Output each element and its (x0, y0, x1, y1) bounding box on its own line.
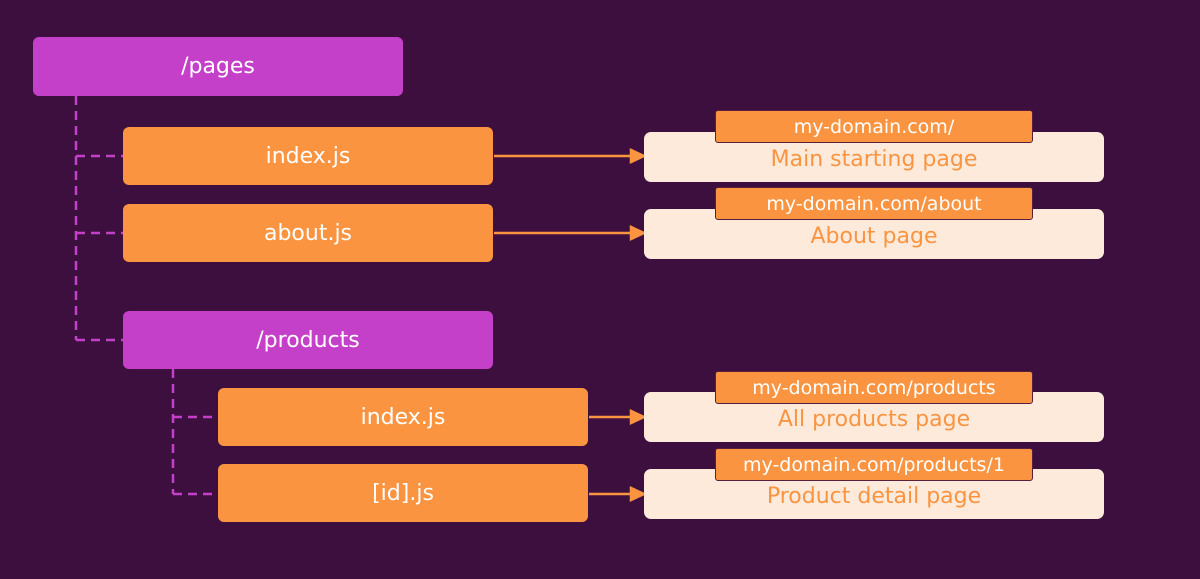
url-products-index: my-domain.com/products (715, 371, 1033, 404)
file-products-id: [id].js (218, 464, 588, 522)
arrow-index-head (629, 148, 647, 164)
folder-products: /products (123, 311, 493, 369)
arrow-about-head (629, 225, 647, 241)
arrow-products-id-head (629, 486, 647, 502)
arrow-products-index-head (629, 409, 647, 425)
url-pages-about: my-domain.com/about (715, 187, 1033, 220)
file-products-index: index.js (218, 388, 588, 446)
file-pages-about: about.js (123, 204, 493, 262)
file-pages-index: index.js (123, 127, 493, 185)
folder-pages: /pages (33, 37, 403, 96)
url-pages-index: my-domain.com/ (715, 110, 1033, 143)
url-products-id: my-domain.com/products/1 (715, 448, 1033, 481)
